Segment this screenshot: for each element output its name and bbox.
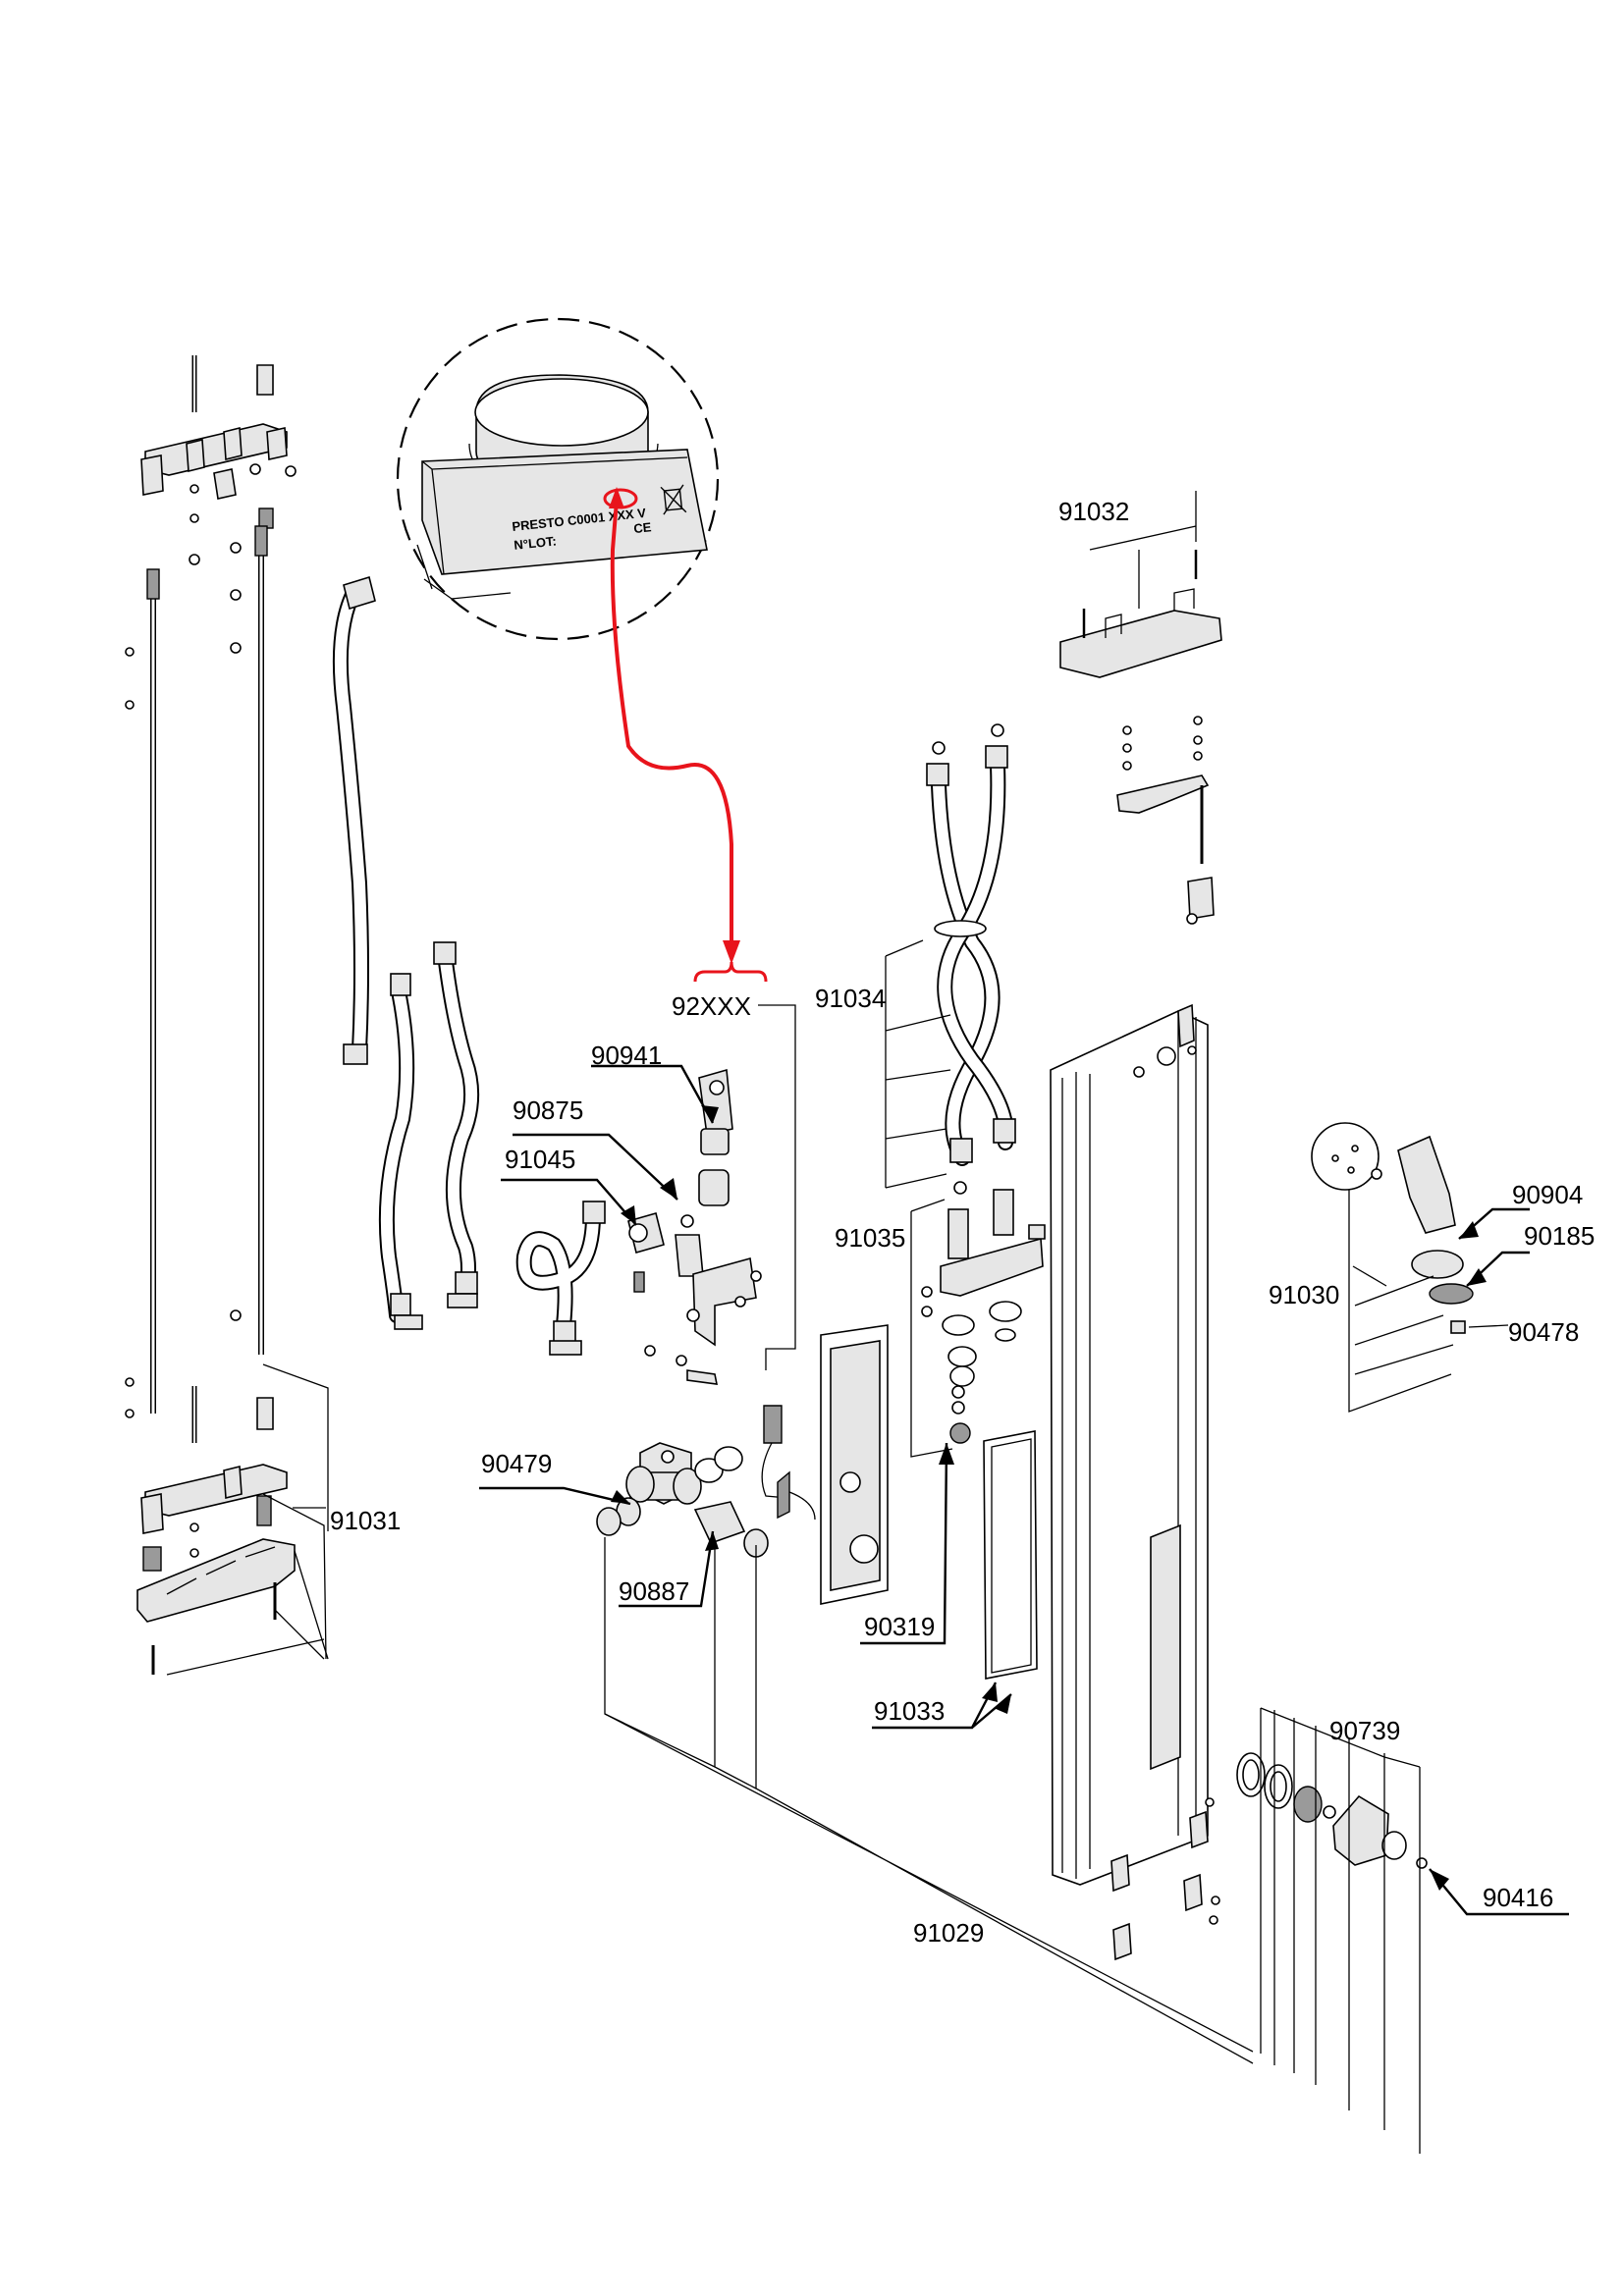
part-number-91031: 91031	[330, 1506, 401, 1535]
part-number-90185: 90185	[1524, 1221, 1595, 1251]
part-number-90479: 90479	[481, 1449, 552, 1478]
leader-lines	[479, 491, 1569, 2064]
center-hoses	[921, 723, 1046, 1444]
top-cover	[1059, 550, 1222, 925]
part-number-92XXX: 92XXX	[672, 991, 751, 1021]
part-number-90941: 90941	[591, 1041, 662, 1070]
flexible-hoses	[332, 575, 606, 1356]
label-lot-text: N°LOT:	[514, 533, 558, 552]
main-column-housing	[1050, 1003, 1209, 1886]
leader-arrowheads	[611, 1105, 1487, 1891]
part-number-90875: 90875	[513, 1095, 583, 1125]
part-number-91029: 91029	[913, 1918, 984, 1948]
part-number-91030: 91030	[1269, 1280, 1339, 1309]
part-number-91033: 91033	[874, 1696, 945, 1726]
part-number-90416: 90416	[1483, 1883, 1553, 1912]
knob-assembly	[1110, 1707, 1428, 2154]
part-number-90904: 90904	[1512, 1180, 1583, 1209]
ce-mark: CE	[633, 519, 653, 536]
part-number-90887: 90887	[619, 1576, 689, 1606]
red-reference-arrow	[609, 487, 768, 983]
recycling-bin-icon	[660, 484, 687, 515]
valve-parts	[596, 1068, 816, 1558]
part-number-91032: 91032	[1058, 497, 1129, 526]
mounting-rail-assembly	[125, 355, 329, 1676]
part-number-90319: 90319	[864, 1612, 935, 1641]
part-number-90739: 90739	[1329, 1716, 1400, 1745]
front-panels	[820, 1324, 1038, 1680]
label-detail-magnifier: PRESTO C0001 XXX V N°LOT: CE	[396, 317, 720, 641]
part-number-91034: 91034	[815, 984, 886, 1013]
outlet-parts	[1311, 1122, 1474, 1413]
part-number-91045: 91045	[505, 1145, 575, 1174]
part-number-90478: 90478	[1508, 1317, 1579, 1347]
part-number-91035: 91035	[835, 1223, 905, 1253]
